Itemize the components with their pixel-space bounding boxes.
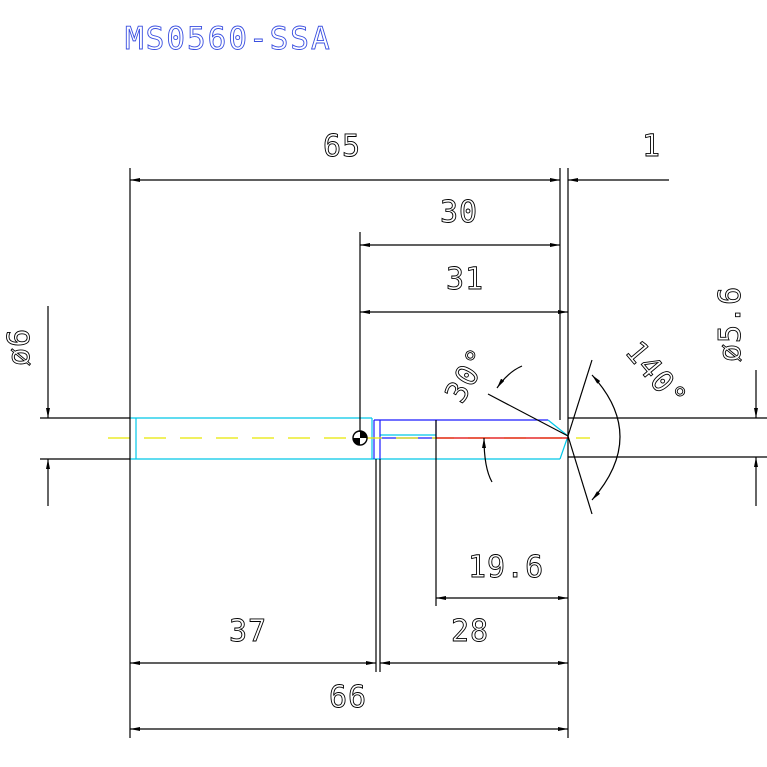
flute-outline bbox=[373, 419, 548, 459]
drawing-title: MS0560-SSA bbox=[125, 21, 332, 57]
label-66: 66 bbox=[329, 680, 367, 715]
label-31: 31 bbox=[446, 262, 484, 297]
label-28: 28 bbox=[451, 614, 489, 649]
label-30: 30 bbox=[440, 195, 478, 230]
dimension-labels: 65 1 30 31 19.6 37 28 66 ø6 ø5.6 30° 140… bbox=[2, 129, 749, 716]
extension-lines bbox=[40, 168, 767, 738]
shank-outline bbox=[130, 417, 560, 460]
dim-arc-30-upper bbox=[496, 365, 523, 389]
label-1: 1 bbox=[642, 129, 661, 164]
dimension-lines bbox=[46, 178, 758, 731]
dim-arc-30-lower bbox=[482, 437, 493, 483]
label-37: 37 bbox=[229, 614, 267, 649]
label-angle-30: 30° bbox=[439, 342, 498, 409]
reference-symbol-icon bbox=[352, 430, 368, 446]
part-geometry bbox=[108, 417, 590, 460]
label-dia-6: ø6 bbox=[2, 328, 37, 366]
dim-arc-140 bbox=[591, 374, 621, 501]
label-dia-5-6: ø5.6 bbox=[713, 286, 748, 362]
label-65: 65 bbox=[323, 129, 361, 164]
label-19-6: 19.6 bbox=[468, 550, 544, 585]
tip-chamfer bbox=[547, 419, 569, 460]
label-angle-140: 140° bbox=[618, 335, 694, 416]
